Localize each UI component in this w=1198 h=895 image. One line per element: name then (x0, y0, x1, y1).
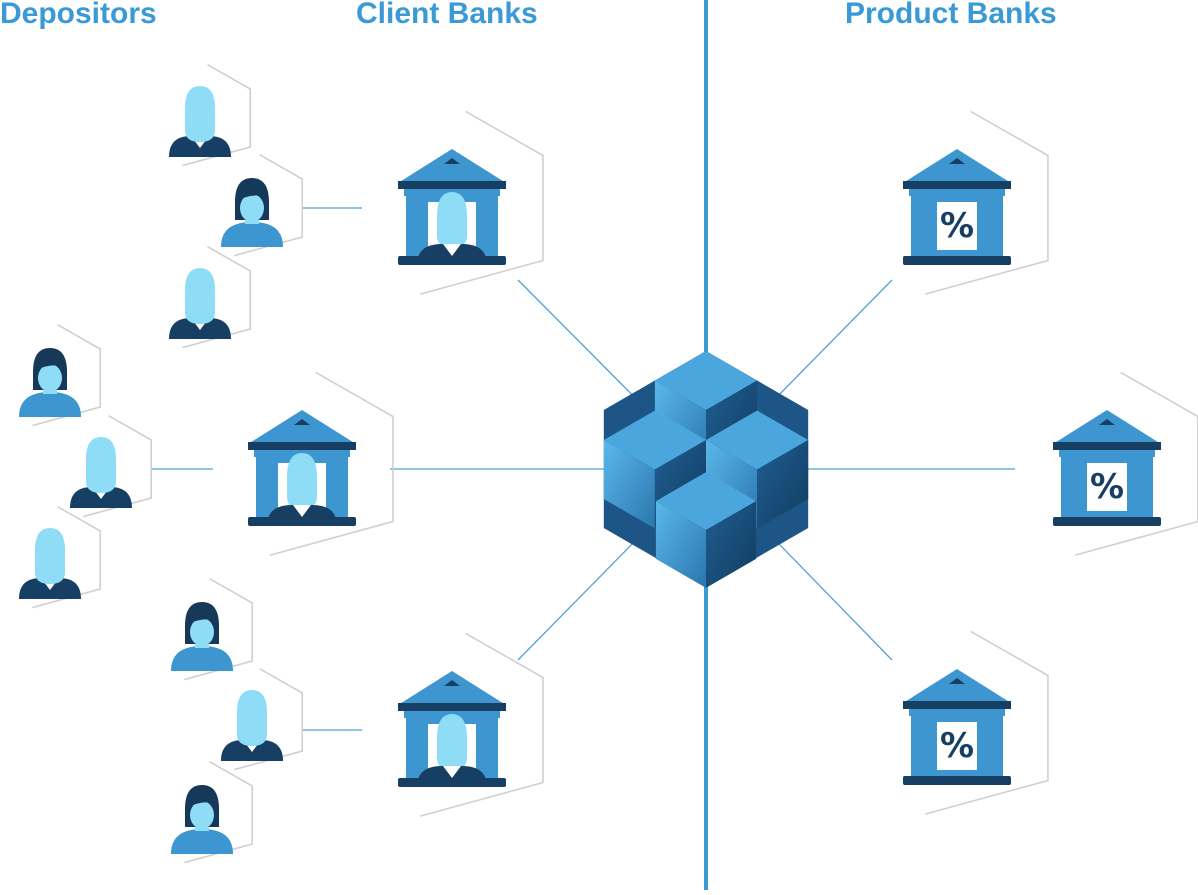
cube-face-right (757, 440, 809, 529)
depositors-heading: Depositors (0, 0, 157, 30)
bank-roof (398, 671, 506, 705)
percent-symbol: % (940, 206, 974, 246)
man-avatar-icon (169, 86, 231, 157)
bank-with-person-icon (248, 410, 356, 526)
depositor (221, 667, 304, 771)
bank-base (903, 256, 1011, 265)
man-avatar-icon (221, 690, 283, 761)
bank-roof (248, 410, 356, 444)
bank-roof (398, 149, 506, 183)
depositor (19, 505, 102, 609)
bank-door (937, 202, 977, 250)
percent-symbol: % (1090, 467, 1124, 507)
depositor (169, 63, 252, 167)
bank-teller-head (437, 714, 467, 770)
product-banks-heading: Product Banks (845, 0, 1057, 30)
bank-base (903, 776, 1011, 785)
bank-with-person-icon (398, 149, 506, 265)
bank-with-percent-icon: % (1053, 410, 1161, 526)
cube-face-left (655, 501, 706, 588)
hex-outline (924, 110, 1049, 295)
cube-face-top (655, 472, 757, 530)
bank-with-percent-icon: % (903, 669, 1011, 785)
product-bank-top: % (903, 110, 1049, 295)
blockchain-cube-icon (603, 351, 809, 588)
depositor (171, 760, 254, 864)
woman-avatar-icon (19, 348, 81, 417)
bank-teller-head (437, 192, 467, 248)
bank-base (1053, 517, 1161, 526)
bank-roof (1053, 410, 1161, 444)
depositor (169, 245, 252, 349)
woman-avatar-icon (171, 602, 233, 671)
product-bank-middle: % (1053, 371, 1198, 556)
bank-with-person-icon (398, 671, 506, 787)
bank-roof (903, 669, 1011, 703)
depositor (19, 323, 102, 427)
client-bank-top (398, 110, 544, 295)
bank-with-percent-icon: % (903, 149, 1011, 265)
depositor (221, 153, 304, 257)
hex-outline (419, 110, 544, 295)
man-avatar-icon (19, 528, 81, 599)
woman-avatar-icon (221, 178, 283, 247)
bank-roof (903, 149, 1011, 183)
hex-outline (419, 632, 544, 817)
bank-door (937, 722, 977, 770)
depositor (70, 414, 153, 518)
man-avatar-icon (70, 437, 132, 508)
cube-face-right (706, 501, 757, 588)
bank-teller-head (287, 453, 317, 509)
depositor (171, 577, 254, 681)
client-bank-middle (248, 371, 394, 556)
man-avatar-icon (169, 268, 231, 339)
cube-face-left (603, 440, 655, 529)
hex-outline (269, 371, 394, 556)
hex-outline (924, 630, 1049, 815)
bank-door (1087, 463, 1127, 511)
client-bank-bottom (398, 632, 544, 817)
percent-symbol: % (940, 726, 974, 766)
woman-avatar-icon (171, 785, 233, 854)
client-banks-heading: Client Banks (356, 0, 538, 30)
product-bank-bottom: % (903, 630, 1049, 815)
